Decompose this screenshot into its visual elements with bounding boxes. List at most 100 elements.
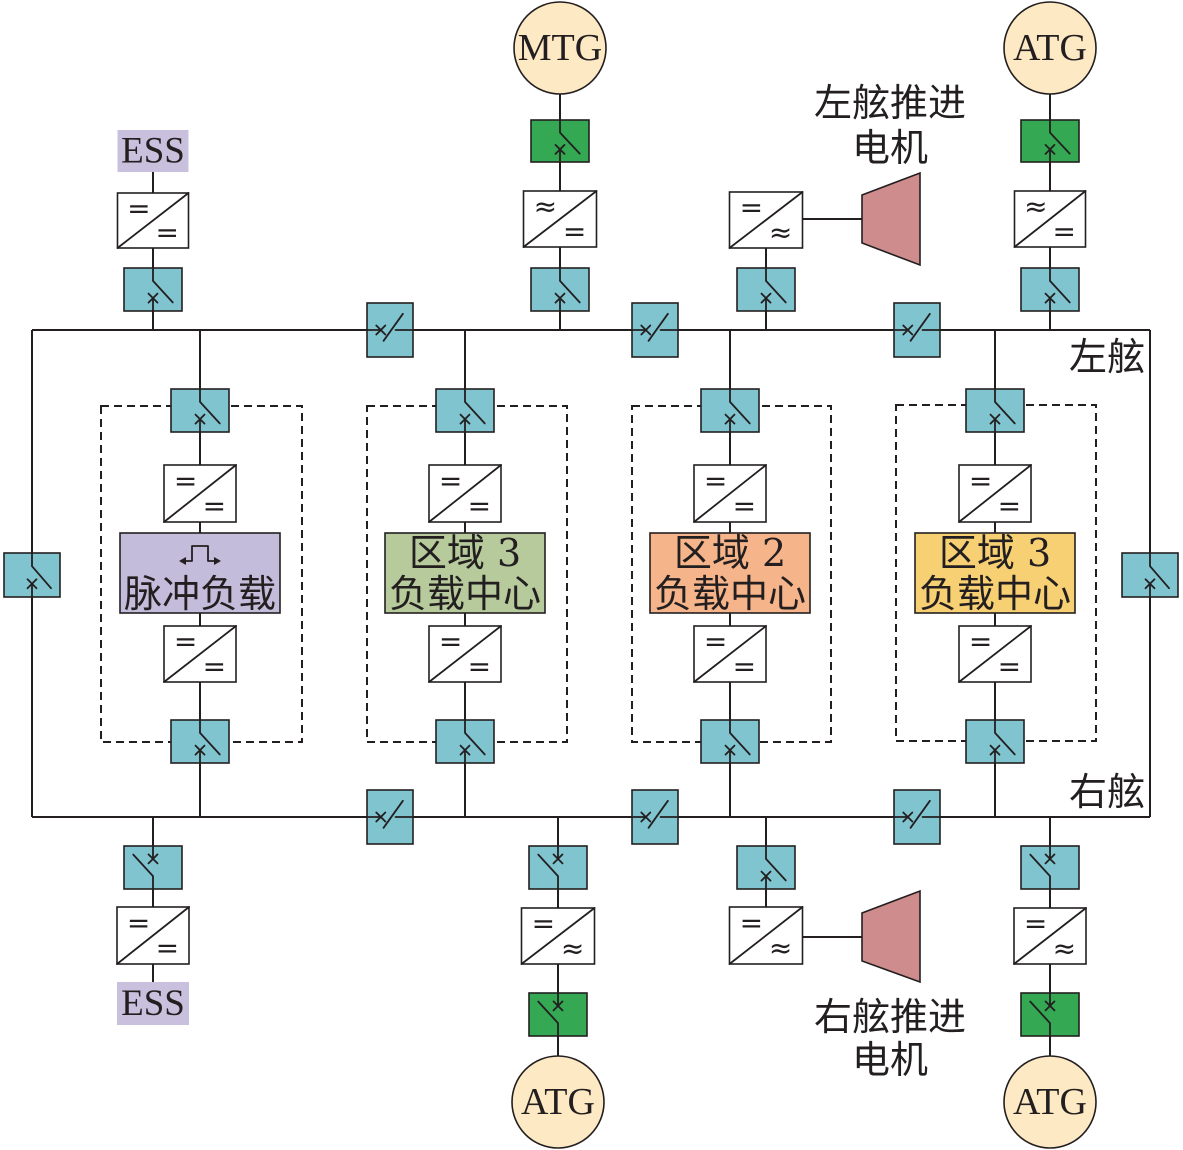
converter-input-symbol: ≈ [534,190,557,223]
converter-output-symbol: = [733,490,756,523]
atg-top-right-breaker [1020,267,1080,312]
converter-input-symbol: = [439,625,462,658]
motor-label-line1: 左舷推进 [814,81,966,125]
generator-circle [511,1055,605,1149]
converter-input-symbol: = [127,906,150,939]
port-bus-section-breaker [893,302,941,358]
breaker-switch-blade [1149,552,1170,598]
starboard-propulsion-motor: 右舷推进 电机 [814,889,966,1082]
converter-diagonal [163,625,237,683]
converter-diagonal [428,625,502,683]
converter-diagonal [1013,907,1087,965]
converter-output-symbol: = [1052,215,1075,248]
zone-boundary [895,404,1097,742]
converter-output-symbol: = [156,932,179,965]
zone-input-converter: == [163,464,237,523]
port-motor-breaker [736,267,796,312]
mtg-converter: ≈= [522,190,598,248]
generator-bottom-left: ATG [511,1055,605,1149]
zone-load-label: 负载中心 [654,572,806,616]
converter-output-symbol: = [733,650,756,683]
converter-diagonal [428,464,502,523]
breaker-switch-blade [729,719,751,764]
port-bus-section-breaker [631,302,679,358]
zone-boundary [366,405,568,743]
converter-diagonal [163,464,237,523]
starboard-motor-breaker [736,845,796,890]
breaker-switch-blade [631,799,679,829]
mtg-generator-breaker [530,119,590,163]
motor-label-line2: 电机 [852,126,928,170]
converter-diagonal [958,625,1032,683]
converter-diagonal [958,464,1032,523]
converter-diagonal [520,907,596,965]
converter-diagonal [116,192,190,249]
converter-diagonal [728,191,804,249]
breaker-switch-blade [537,845,559,890]
starboard-motor-converter: =≈ [728,906,804,965]
breaker-switch-blade [994,719,1016,764]
breaker-switch-blade [464,388,486,433]
converter-input-symbol: = [969,625,992,658]
converter-output-symbol: = [563,215,586,248]
ess-bottom-breaker [123,845,183,890]
zone-load-label: 负载中心 [919,572,1071,616]
starboard-bus-section-breaker [366,789,414,845]
breaker-switch-blade [366,799,414,829]
breaker-switch-blade [729,388,751,433]
zone-input-converter: == [958,464,1032,523]
zone-upper-breaker [700,388,760,433]
atg-bottom-right-breaker [1020,845,1080,890]
breaker-switch-blade [559,119,581,163]
atg-top-right-generator-breaker [1020,119,1080,163]
atg-bottom-left-generator-breaker [528,992,588,1037]
converter-input-symbol: = [439,464,462,497]
zone-load-label: 负载中心 [389,572,541,616]
converter-diagonal [693,464,767,523]
breaker-switch-blade [994,388,1016,433]
zone-boundary [631,405,832,743]
pulse-waveform [181,545,219,562]
converter-output-symbol: = [203,490,226,523]
zone-lower-breaker [170,719,230,764]
converter-diagonal [522,190,598,248]
generator-label: MTG [518,27,602,69]
converter-output-symbol: = [468,490,491,523]
breaker-switch-blade [31,552,52,598]
zone-load-box [649,532,811,614]
generator-label: ATG [1013,27,1087,69]
atg-top-right-converter: ≈= [1013,190,1087,248]
atg-bottom-left-breaker [528,845,588,890]
zone-title: 区域 2 [674,531,786,575]
converter-output-symbol: ≈ [561,932,584,965]
zone-lower-breaker [700,719,760,764]
ess-bottom: ESS [117,982,189,1025]
converter-output-symbol: = [203,650,226,683]
converter-input-symbol: = [704,625,727,658]
breaker-switch-blade [631,312,679,342]
breaker-switch-blade [366,312,414,342]
pulse-icon [179,545,221,565]
ess-bottom-label-box [117,982,189,1025]
generator-circle [1003,1055,1097,1149]
generator-top-right: ATG [1003,1,1097,95]
ess-top-label-box [117,130,189,172]
generator-label: ATG [1013,1081,1087,1123]
zone-lower-breaker [965,719,1025,764]
motor-label-line1: 右舷推进 [814,995,966,1039]
converter-output-symbol: = [155,216,178,249]
converter-output-symbol: = [468,650,491,683]
breaker-switch-blade [537,992,559,1037]
port-bus-label: 左舷 [1069,335,1145,379]
converter-output-symbol: ≈ [1053,932,1076,965]
motor-label-line2: 电机 [852,1038,928,1082]
zone-title: 区域 3 [409,531,521,575]
zone-load-box [914,532,1076,614]
zone-input-converter: == [428,464,502,523]
port-propulsion-motor: 左舷推进 电机 [814,81,966,267]
ess-bottom-converter: == [116,906,190,965]
